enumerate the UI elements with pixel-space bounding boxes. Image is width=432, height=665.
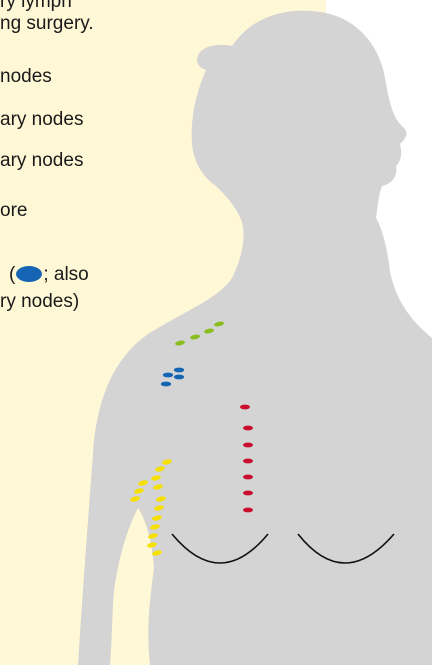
lymph-node-supraclavicular bbox=[204, 328, 214, 334]
internal-mammary-node-group bbox=[240, 404, 253, 513]
lymph-node-axillary bbox=[155, 466, 165, 472]
axillary-node-group bbox=[130, 459, 172, 556]
lymph-node-axillary bbox=[153, 484, 163, 490]
lymph-node-supraclavicular bbox=[190, 334, 200, 340]
infraclavicular-node-group bbox=[160, 367, 185, 387]
lymph-node-infraclavicular bbox=[173, 374, 185, 380]
legend-intro-line-2: ng surgery. bbox=[0, 13, 94, 34]
legend-item-5: ( ; also bbox=[9, 264, 89, 286]
legend-item-5-line-2: ry nodes) bbox=[0, 291, 80, 312]
legend-item-5-prefix: ( bbox=[9, 264, 16, 285]
lymph-node-axillary bbox=[162, 459, 172, 465]
lymph-node-infraclavicular bbox=[160, 381, 172, 387]
legend-item-3: ary nodes bbox=[0, 150, 84, 171]
lymph-node-axillary bbox=[148, 533, 158, 539]
right-breast-outline bbox=[297, 533, 395, 564]
legend-item-4: ore bbox=[0, 200, 28, 221]
lymph-node-internal-mammary bbox=[243, 474, 253, 480]
lymph-node-axillary bbox=[138, 480, 148, 486]
lymph-node-infraclavicular bbox=[173, 367, 185, 373]
lymph-node-supraclavicular bbox=[214, 321, 224, 327]
lymph-node-axillary bbox=[134, 488, 144, 494]
lymph-node-internal-mammary bbox=[240, 404, 250, 410]
lymph-node-axillary bbox=[156, 496, 166, 502]
lymph-node-axillary bbox=[152, 515, 162, 521]
lymph-node-supraclavicular bbox=[175, 340, 185, 346]
lymph-node-axillary bbox=[130, 496, 140, 502]
lymph-node-internal-mammary bbox=[243, 507, 253, 513]
legend-item-5-suffix: ; also bbox=[43, 264, 89, 285]
supraclavicular-node-group bbox=[175, 321, 224, 346]
lymph-node-internal-mammary bbox=[243, 425, 253, 431]
lymph-node-axillary bbox=[147, 542, 157, 548]
body-silhouette bbox=[78, 10, 432, 665]
legend-intro-line-1: ry lymph bbox=[0, 0, 72, 12]
left-breast-outline bbox=[171, 533, 269, 564]
lymph-node-internal-mammary bbox=[243, 490, 253, 496]
blue-node-swatch-icon bbox=[16, 266, 43, 282]
lymph-node-internal-mammary bbox=[243, 442, 253, 448]
legend-item-1: nodes bbox=[0, 66, 52, 87]
lymph-node-axillary bbox=[151, 475, 161, 481]
lymph-node-axillary bbox=[150, 524, 160, 530]
legend-item-2: ary nodes bbox=[0, 109, 84, 130]
lymph-node-axillary bbox=[154, 505, 164, 511]
lymph-node-axillary bbox=[152, 550, 162, 556]
lymph-node-infraclavicular bbox=[162, 372, 174, 378]
lymph-node-internal-mammary bbox=[243, 458, 253, 464]
